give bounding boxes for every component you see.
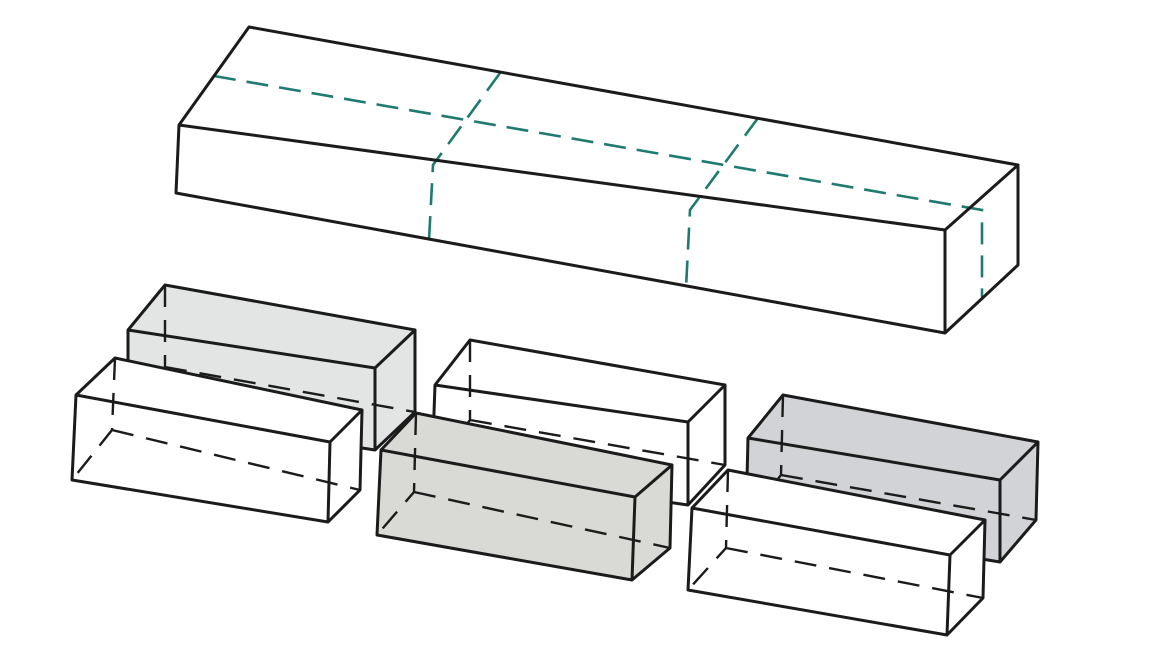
- whole-block-outline: [174, 25, 1020, 335]
- piece-front-center: [375, 411, 674, 582]
- piece-front-left-hidden-edges: [71, 357, 361, 492]
- piece-front-left: [70, 356, 364, 524]
- piece-front-center-hidden-edges: [376, 412, 671, 550]
- whole-block-end-face: [945, 165, 1018, 333]
- first-cross-cut-line: [427, 72, 502, 241]
- piece-front-left-outline: [70, 356, 364, 524]
- second-cross-cut-line: [684, 117, 760, 289]
- piece-front-right-hidden-edges: [687, 469, 984, 600]
- whole-block: [174, 25, 1020, 335]
- piece-back-left-outline: [126, 283, 417, 452]
- piece-front-right-outline: [686, 468, 987, 637]
- lengthwise-cut-line: [213, 74, 984, 297]
- piece-back-right-outline: [744, 393, 1040, 564]
- piece-front-center-outline: [375, 411, 674, 582]
- whole-block-front-face: [176, 125, 945, 333]
- piece-front-right: [686, 468, 987, 637]
- piece-back-center-outline: [430, 338, 727, 507]
